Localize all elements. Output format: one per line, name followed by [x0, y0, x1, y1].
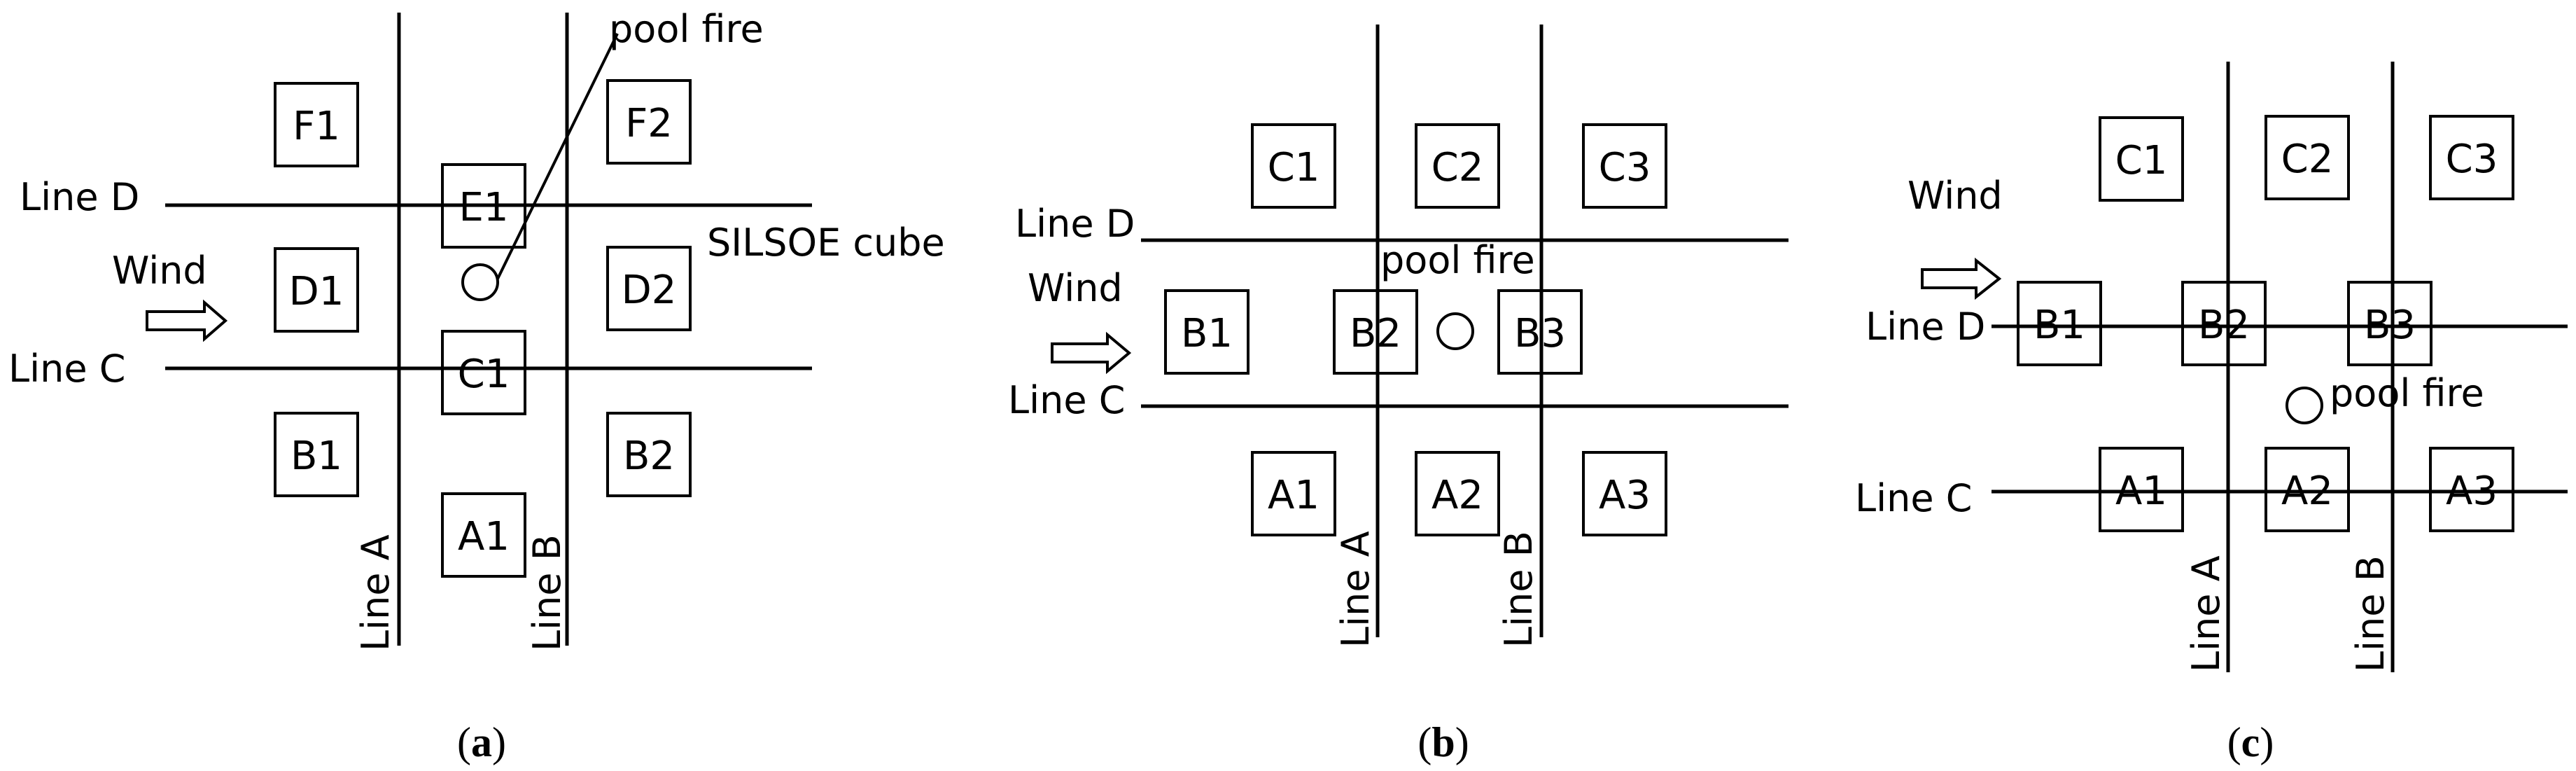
panel-b-pool-fire-circle: [1436, 312, 1474, 350]
box-label: A3: [1599, 473, 1651, 518]
panel-b-line-b-label: Line B: [1497, 531, 1541, 648]
panel-b-box-b1: B1: [1164, 289, 1250, 375]
panel-c-box-b2: B2: [2181, 281, 2267, 366]
panel-c-pool-fire-circle: [2286, 387, 2323, 424]
panel-a-pool-fire-label: pool fire: [609, 7, 764, 51]
panel-a-wind-arrow-icon: [146, 299, 228, 342]
panel-a-box-c1: C1: [441, 330, 526, 415]
box-label: C3: [2446, 137, 2498, 182]
box-label: A1: [1268, 473, 1320, 518]
panel-c-box-c1: C1: [2099, 116, 2184, 202]
panel-b-box-c1: C1: [1251, 123, 1336, 209]
box-label: C1: [458, 352, 510, 397]
panel-b-box-b3: B3: [1497, 289, 1583, 375]
box-label: D2: [622, 268, 677, 313]
box-label: C1: [2115, 138, 2168, 183]
panel-c: C1 C2 C3 B1 B2 B3 A1 A2: [1855, 62, 2568, 765]
panel-a-box-b1: B1: [274, 412, 359, 497]
panel-a-box-f1: F1: [274, 82, 359, 167]
panel-a-box-a1: A1: [441, 492, 526, 578]
panel-b-box-c3: C3: [1582, 123, 1667, 209]
box-label: F2: [625, 101, 673, 146]
panel-b-box-a2: A2: [1415, 451, 1500, 536]
box-label: C1: [1268, 145, 1320, 190]
box-label: B1: [290, 433, 342, 479]
panel-c-line-d-label: Line D: [1865, 305, 1985, 349]
panel-c-box-b1: B1: [2017, 281, 2102, 366]
panel-a-cube-label: SILSOE cube: [707, 221, 945, 265]
panel-b-caption: (b): [1418, 719, 1469, 765]
panel-a-box-b2: B2: [606, 412, 692, 497]
box-label: C3: [1599, 145, 1651, 190]
panel-c-line-c-label: Line C: [1855, 476, 1972, 520]
panel-a-line-a-label: Line A: [354, 534, 398, 651]
box-label: B2: [623, 433, 675, 479]
box-label: A2: [1432, 473, 1483, 518]
panel-a-box-d2: D2: [606, 246, 692, 331]
panel-a-wind-label: Wind: [112, 249, 207, 293]
panel-a-box-d1: D1: [274, 247, 359, 333]
panel-b-line-c-label: Line C: [1008, 378, 1125, 422]
panel-c-box-a2: A2: [2264, 447, 2350, 532]
panel-c-box-a3: A3: [2429, 447, 2514, 532]
panel-b-box-a1: A1: [1251, 451, 1336, 536]
panel-a-box-f2: F2: [606, 79, 692, 165]
panel-b-box-c2: C2: [1415, 123, 1500, 209]
panel-b-box-a3: A3: [1582, 451, 1667, 536]
panel-a-pool-fire-leader: [496, 33, 619, 279]
panel-c-box-c2: C2: [2264, 115, 2350, 200]
panel-c-wind-label: Wind: [1907, 174, 2003, 218]
box-label: E1: [458, 185, 508, 230]
panel-a-caption: (a): [457, 719, 506, 765]
panel-c-caption: (c): [2227, 719, 2274, 765]
panel-b-box-b2: B2: [1333, 289, 1418, 375]
panel-b-line-a-label: Line A: [1334, 531, 1378, 648]
panel-c-pool-fire-label: pool fire: [2330, 371, 2484, 415]
panel-b-pool-fire-label: pool fire: [1380, 238, 1535, 282]
box-label: F1: [293, 104, 340, 149]
panel-c-wind-arrow-icon: [1921, 257, 2002, 300]
box-label: A1: [2115, 468, 2167, 514]
box-label: B3: [1514, 311, 1566, 356]
panel-b: C1 C2 C3 B1 B2 B3 A1 A2: [1008, 25, 1788, 765]
panel-a-line-c-label: Line C: [8, 347, 125, 391]
box-label: B3: [2364, 303, 2416, 348]
box-label: C2: [2281, 137, 2334, 182]
box-label: A1: [458, 514, 510, 560]
panel-c-line-b-label: Line B: [2348, 555, 2393, 672]
panel-c-box-a1: A1: [2099, 447, 2184, 532]
panel-b-wind-label: Wind: [1028, 266, 1123, 310]
panel-a-line-b-label: Line B: [525, 534, 569, 651]
box-label: A2: [2281, 468, 2333, 514]
panel-a-pool-fire-circle: [461, 263, 499, 301]
panel-c-box-b3: B3: [2347, 281, 2432, 366]
box-label: B1: [1181, 311, 1233, 356]
panel-b-line-d-label: Line D: [1015, 202, 1135, 246]
box-label: B2: [2198, 303, 2250, 348]
panel-c-line-a-label: Line A: [2184, 555, 2228, 672]
panel-a: F1 F2 E1 D1 D2 C1 B1 B2: [8, 7, 945, 765]
panel-b-wind-arrow-icon: [1051, 331, 1132, 375]
box-label: D1: [289, 269, 344, 314]
panel-c-box-c3: C3: [2429, 115, 2514, 200]
panel-a-line-d-label: Line D: [20, 175, 139, 219]
box-label: B1: [2033, 303, 2085, 348]
box-label: B2: [1350, 311, 1401, 356]
box-label: C2: [1432, 145, 1484, 190]
box-label: A3: [2446, 468, 2498, 514]
panel-a-box-e1: E1: [441, 163, 526, 249]
